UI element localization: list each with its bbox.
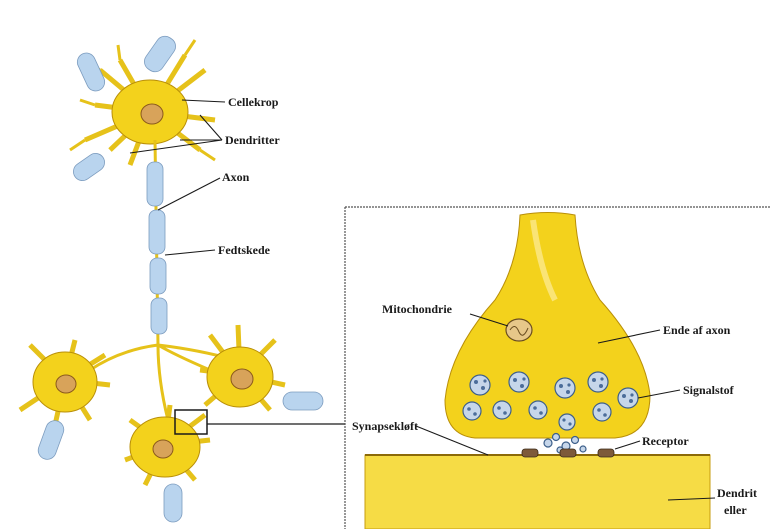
myelin-segment: [164, 484, 182, 522]
main-axon: [147, 140, 167, 345]
synapse-inset: Mitochondrie Ende af axon Signalstof Syn…: [345, 207, 770, 529]
myelin-segment: [283, 392, 323, 410]
vesicle: [493, 401, 511, 419]
vesicle: [470, 375, 490, 395]
lower-right-neuron: [200, 325, 323, 410]
receptor: [598, 449, 614, 457]
vesicle: [463, 402, 481, 420]
bottom-neuron: [125, 405, 210, 522]
label-ende-af-axon: Ende af axon: [663, 323, 731, 337]
label-axon: Axon: [222, 170, 250, 184]
mitochondrion: [506, 319, 532, 341]
upper-nucleus: [141, 104, 163, 124]
receptor: [560, 449, 576, 457]
myelin-segment: [70, 150, 108, 184]
myelin-segment: [36, 418, 67, 462]
lower-right-nucleus: [231, 369, 253, 389]
vesicle: [593, 403, 611, 421]
label-synapsekloeft: Synapsekløft: [352, 419, 418, 433]
lower-left-neuron: [20, 340, 110, 462]
vesicle: [588, 372, 608, 392]
receptors: [522, 449, 614, 457]
vesicle: [618, 388, 638, 408]
label-dendritter: Dendritter: [225, 133, 280, 147]
label-fedtskede: Fedtskede: [218, 243, 271, 257]
myelin-segment: [150, 258, 166, 294]
vesicle: [509, 372, 529, 392]
upper-neuron: [70, 33, 215, 184]
vesicle: [559, 414, 575, 430]
receptor: [522, 449, 538, 457]
label-mitochondrie: Mitochondrie: [382, 302, 453, 316]
lower-left-nucleus: [56, 375, 76, 393]
vesicle: [529, 401, 547, 419]
label-signalstof: Signalstof: [683, 383, 735, 397]
dendrite-membrane: [365, 455, 710, 529]
bottom-nucleus: [153, 440, 173, 458]
myelin-segment: [149, 210, 165, 254]
myelin-segment: [141, 33, 179, 76]
vesicle: [555, 378, 575, 398]
label-dendrit-line2: eller: [724, 503, 747, 517]
label-receptor: Receptor: [642, 434, 689, 448]
myelin-segment: [147, 162, 163, 206]
label-cellekrop: Cellekrop: [228, 95, 279, 109]
label-dendrit-line1: Dendrit: [717, 486, 757, 500]
myelin-segment: [151, 298, 167, 334]
